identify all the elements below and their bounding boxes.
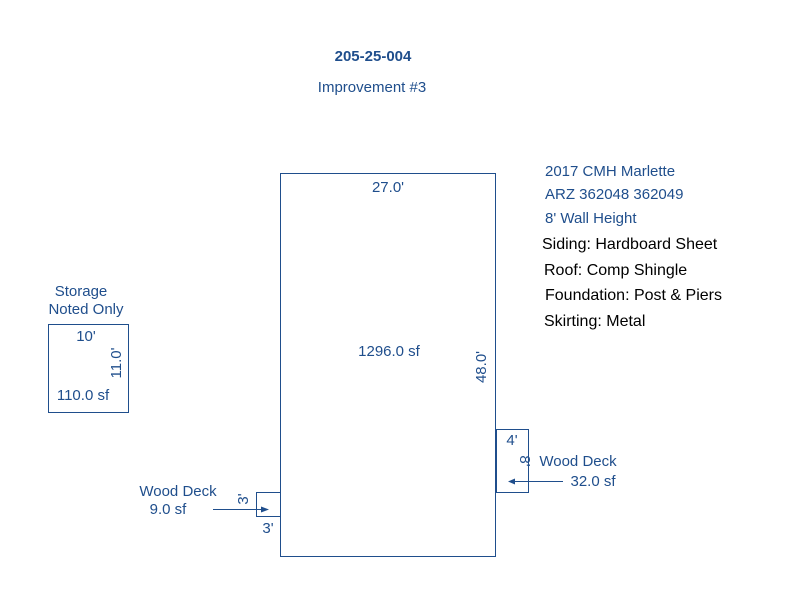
- storage-width-label: 10': [76, 328, 96, 345]
- deck-right-outline: [496, 429, 529, 493]
- main-width-label: 27.0': [372, 179, 404, 196]
- deck-right-area: 32.0 sf: [570, 473, 616, 490]
- main-area-label: 1296.0 sf: [358, 343, 421, 360]
- improvement-label: Improvement #3: [318, 79, 426, 96]
- storage-depth-label: 11.0': [108, 347, 125, 378]
- note-siding: Siding: Hardboard Sheet: [542, 236, 718, 253]
- deck-left-title: Wood Deck: [139, 483, 217, 500]
- deck-right-arrowhead: [508, 478, 515, 485]
- storage-title-line2: Noted Only: [48, 301, 124, 318]
- deck-right-width-label: 4': [506, 432, 517, 449]
- storage-area-label: 110.0 sf: [57, 387, 110, 404]
- deck-left-outline: [256, 492, 281, 517]
- storage-structure: Storage Noted Only 10' 11.0' 110.0 sf: [48, 283, 129, 413]
- storage-title-line1: Storage: [55, 283, 108, 300]
- deck-right: 4' 8' Wood Deck 32.0 sf: [496, 429, 617, 493]
- note-skirting: Skirting: Metal: [544, 313, 645, 330]
- note-serials: ARZ 362048 362049: [545, 186, 683, 203]
- storage-outline: [48, 324, 129, 413]
- deck-right-height-label: 8': [516, 455, 533, 466]
- deck-left-height-label: 3': [235, 493, 252, 504]
- note-foundation: Foundation: Post & Piers: [545, 287, 722, 304]
- notes-block: 2017 CMH Marlette ARZ 362048 362049 8' W…: [542, 163, 722, 330]
- main-structure: 27.0' 1296.0 sf 48.0': [280, 173, 496, 557]
- parcel-id: 205-25-004: [335, 48, 412, 65]
- deck-right-title: Wood Deck: [539, 453, 617, 470]
- note-model: 2017 CMH Marlette: [545, 163, 675, 180]
- main-structure-outline: [280, 173, 496, 557]
- deck-left-area: 9.0 sf: [150, 501, 188, 518]
- deck-left-arrowhead: [261, 506, 269, 513]
- deck-left: Wood Deck 9.0 sf 3' 3': [139, 483, 281, 537]
- main-depth-label: 48.0': [473, 351, 490, 383]
- note-roof: Roof: Comp Shingle: [544, 262, 687, 279]
- note-wall-height: 8' Wall Height: [545, 210, 637, 227]
- deck-left-width-label: 3': [262, 520, 273, 537]
